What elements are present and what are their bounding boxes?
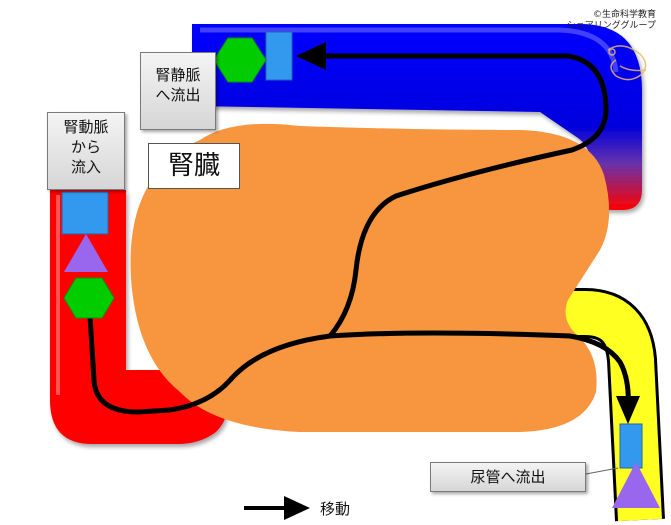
renal-vein-outflow-label: 腎静脈 へ流出 [140, 52, 216, 130]
connector-ureter [585, 467, 619, 475]
triangle-marker-ureter [612, 462, 660, 508]
kidney-body [130, 123, 610, 432]
hexagon-marker [63, 277, 115, 319]
renal-artery-label-line-3: 流入 [70, 158, 101, 176]
ureter-outflow-label: 尿管へ流出 [430, 462, 586, 492]
credit-line-2: シェアリンググループ [566, 21, 656, 31]
renal-artery-label-line-2: から [70, 138, 101, 156]
square-marker [61, 191, 109, 235]
vein-flow-arrowhead [296, 42, 326, 70]
arrow-right-icon [244, 496, 310, 520]
ureter-tube [560, 288, 665, 522]
credit-text: ©生命科学教育 シェアリンググループ [540, 10, 656, 32]
kidney-label: 腎臓 [148, 143, 240, 189]
legend-label: 移動 [320, 500, 351, 518]
renal-vein-label-line-2: へ流出 [155, 86, 201, 104]
renal-vein-tube [192, 24, 642, 210]
credit-line-1: ©生命科学教育 [592, 10, 656, 20]
triangle-marker [64, 234, 108, 272]
renal-artery-inflow-label: 腎動脈 から 流入 [47, 112, 125, 190]
renal-artery-label-line-1: 腎動脈 [63, 118, 109, 136]
renal-vein-label-line-1: 腎静脈 [155, 66, 201, 84]
square-marker-ureter [619, 423, 643, 469]
ureter-flow-arrowhead [616, 396, 640, 424]
logo-mascot-icon [607, 45, 647, 81]
square-marker-vein [265, 31, 293, 81]
flow-path-artery-to-vein [87, 53, 631, 415]
